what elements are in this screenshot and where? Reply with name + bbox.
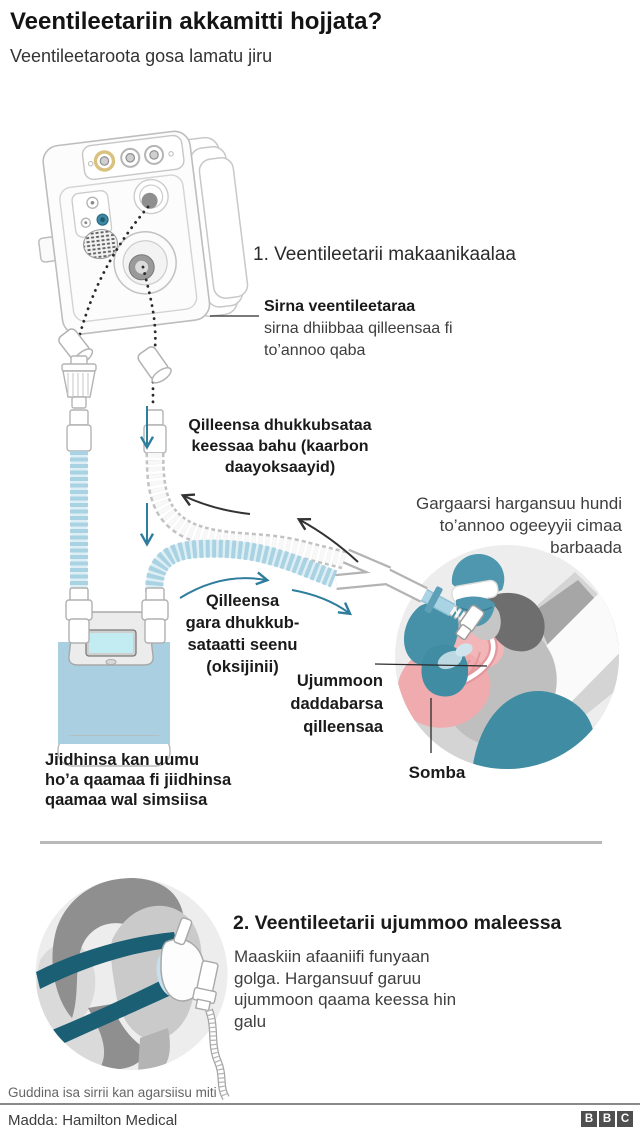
section-divider (40, 841, 602, 844)
lungs-label: Somba (408, 763, 466, 782)
inhale-air-label: Qilleensa gara dhukkub- sataatti seenu (… (185, 592, 300, 676)
patient-circle-illustration (395, 545, 619, 769)
et-tube (420, 586, 485, 641)
exhale-flow-arrows (180, 493, 359, 563)
filter-illustration (61, 355, 167, 454)
inhale-flow-arrows (139, 406, 353, 616)
mask-circle-illustration (35, 878, 230, 1101)
patient-blanket (472, 690, 595, 769)
y-connector (335, 548, 428, 603)
speaker-grille (83, 229, 118, 260)
dotted-connectors (78, 205, 157, 408)
tube-flange (424, 586, 443, 614)
ventilator-machine-illustration (38, 130, 249, 336)
humidifier-label: Jiidhinsa kan uumu ho’a qaamaa fi jiidhi… (45, 751, 232, 809)
page-subtitle: Veentileetaroota gosa lamatu jiru (10, 46, 273, 66)
mask-cup (160, 938, 206, 1002)
exhale-air-label: Qilleensa dhukkubsataa keessaa bahu (kaa… (188, 417, 372, 476)
bbc-logo: B B C (581, 1111, 633, 1127)
source-credit: Madda: Hamilton Medical (8, 1112, 178, 1129)
inhale-tube-to-patient (145, 539, 338, 593)
section2-description: Maaskiin afaaniifi funyaan golga. Hargan… (234, 947, 457, 1031)
medic-hand (437, 650, 463, 670)
humidifier-illustration (57, 587, 171, 767)
bbc-logo-box: B (599, 1111, 615, 1127)
section1-heading: 1. Veentileetarii makaanikaalaa (253, 244, 517, 265)
mask-strap-upper (36, 932, 178, 989)
ventilator-system-label: Sirna veentileetaraa (264, 298, 416, 315)
section2-heading: 2. Veentileetarii ujummoo maleessa (233, 912, 562, 934)
bbc-logo-box: B (581, 1111, 597, 1127)
supervision-note: Gargaarsi hargansuu hundi to’annoo ogeey… (415, 494, 622, 557)
ventilator-system-description: sirna dhiibbaa qilleensaa fi to’annoo qa… (264, 320, 453, 359)
mask-hose (205, 1008, 230, 1101)
footer-divider (0, 1103, 640, 1105)
breathing-tube-label: Ujummoon daddabarsa qilleensaa (290, 672, 383, 736)
leader-lines (210, 315, 488, 753)
mask-strap-lower (52, 974, 182, 1046)
elbow-connector-right (137, 346, 172, 384)
exhale-tube (145, 452, 347, 570)
scale-disclaimer: Guddina isa sirrii kan agarsiisu miti (8, 1085, 217, 1100)
page-title: Veentileetariin akkamitti hojjata? (10, 8, 383, 35)
patient-hair (483, 592, 545, 652)
bbc-logo-box: C (617, 1111, 633, 1127)
